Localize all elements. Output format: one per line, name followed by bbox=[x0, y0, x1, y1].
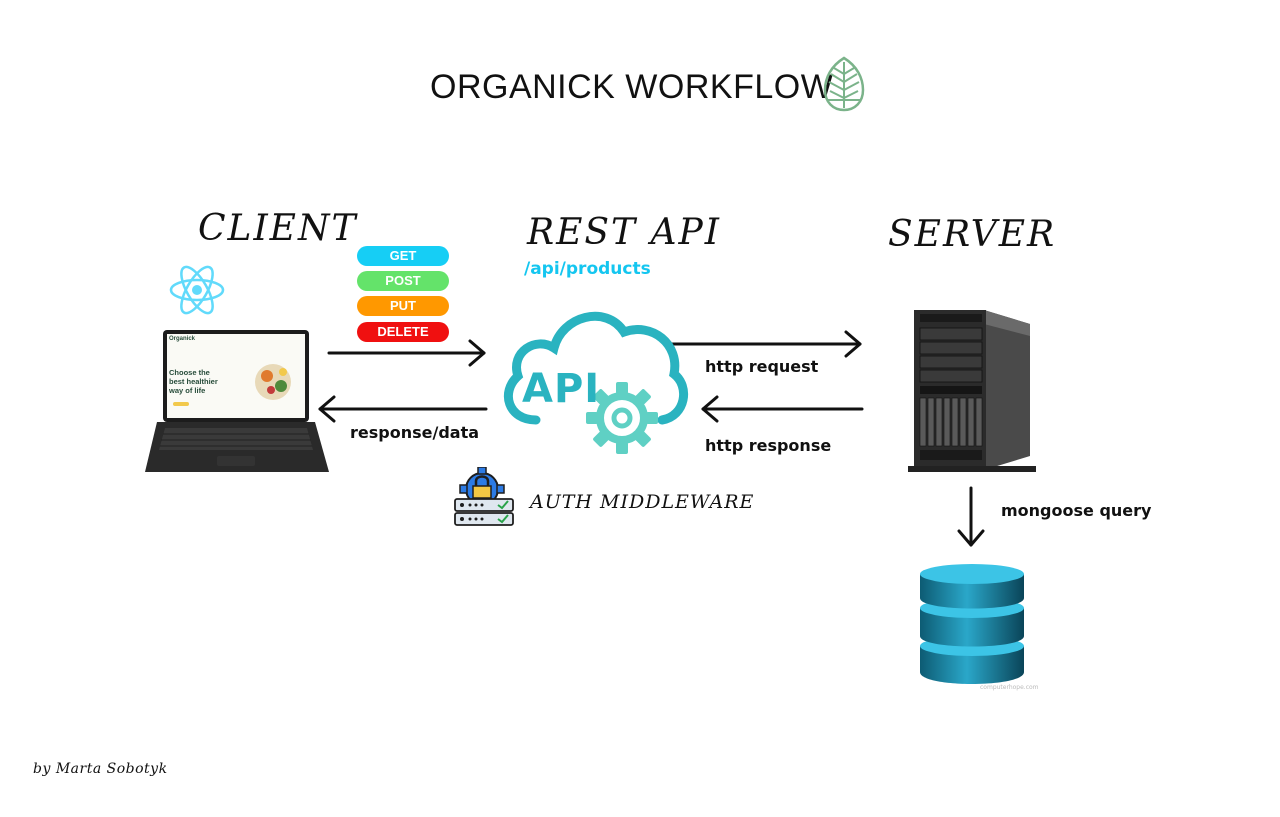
laptop-icon: Organick Choose the best healthier way o… bbox=[143, 330, 331, 474]
database-icon bbox=[920, 564, 1024, 684]
endpoint-label: /api/products bbox=[524, 259, 651, 279]
response-data-label: response/data bbox=[350, 423, 480, 442]
method-post-badge: POST bbox=[357, 271, 449, 291]
server-tower-icon bbox=[908, 310, 1036, 472]
api-cloud-icon: API bbox=[496, 300, 692, 462]
client-heading: CLIENT bbox=[198, 208, 358, 249]
server-heading: SERVER bbox=[888, 214, 1057, 255]
method-put-badge: PUT bbox=[357, 296, 449, 316]
http-request-label: http request bbox=[705, 357, 819, 376]
auth-lock-icon bbox=[454, 467, 514, 526]
author-credit: by Marta Sobotyk bbox=[33, 761, 168, 777]
method-delete-badge: DELETE bbox=[357, 322, 449, 342]
react-icon bbox=[169, 265, 225, 315]
leaf-logo-icon bbox=[823, 56, 865, 112]
auth-middleware-label: AUTH MIDDLEWARE bbox=[530, 491, 755, 513]
image-watermark: computerhope.com bbox=[980, 684, 1039, 691]
diagram-title: ORGANICK WORKFLOW bbox=[430, 68, 834, 106]
laptop-headline: Choose the best healthier way of life bbox=[169, 368, 218, 395]
mongoose-query-label: mongoose query bbox=[1001, 501, 1152, 520]
http-response-label: http response bbox=[705, 436, 832, 455]
method-get-badge: GET bbox=[357, 246, 449, 266]
api-icon-text: API bbox=[522, 366, 601, 412]
rest-api-heading: REST API bbox=[527, 212, 721, 253]
laptop-brand: Organick bbox=[169, 336, 196, 342]
gear-icon bbox=[586, 382, 658, 454]
